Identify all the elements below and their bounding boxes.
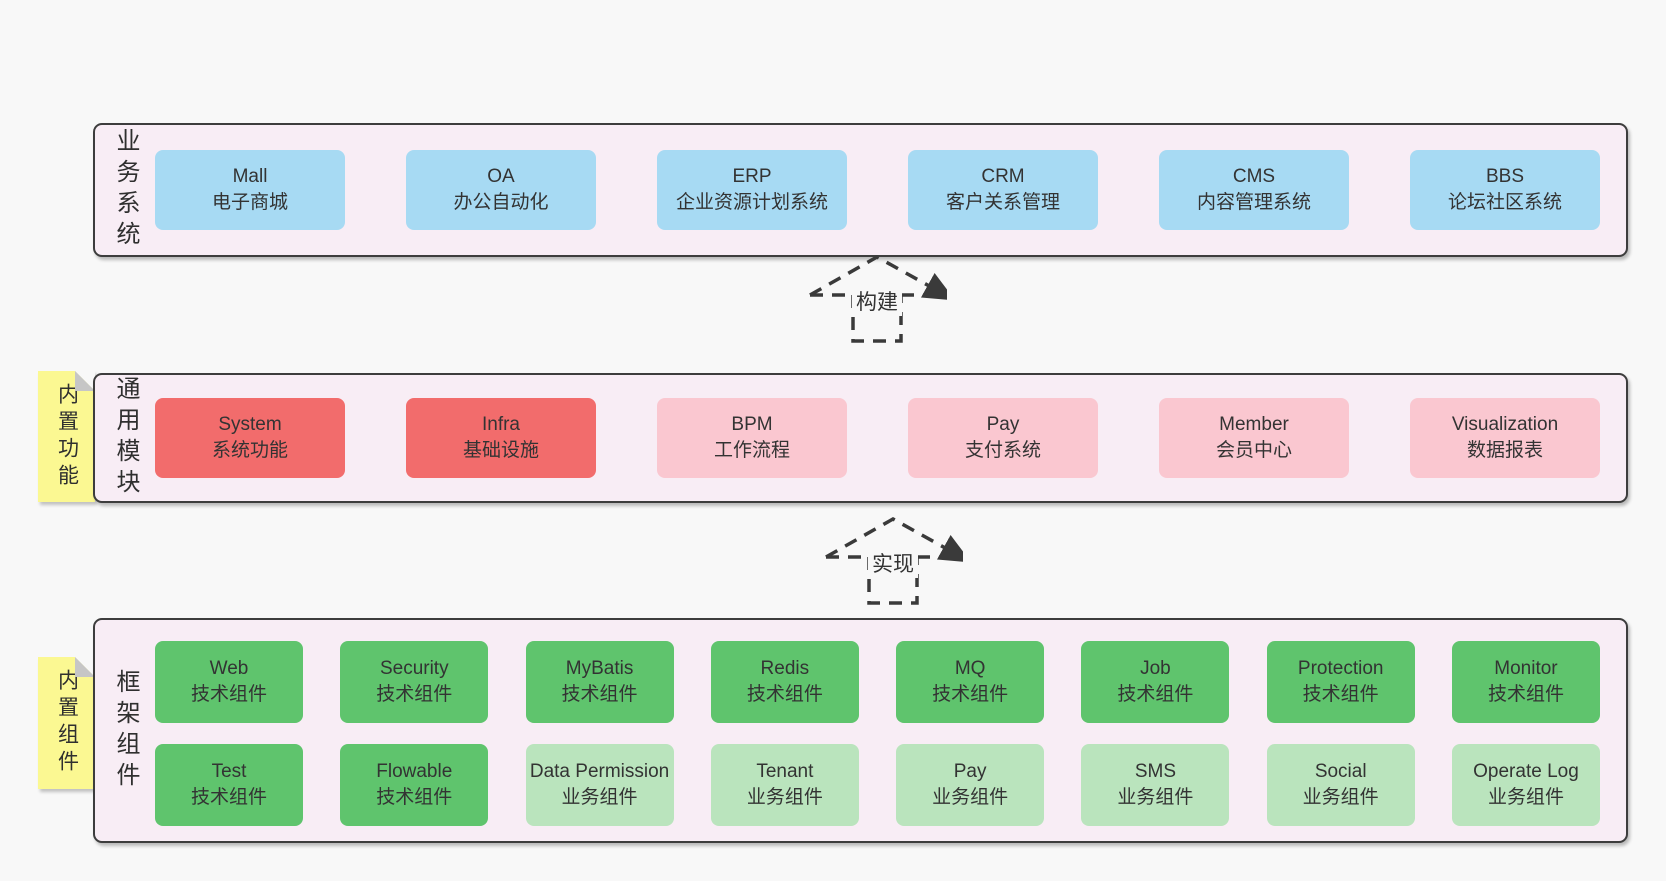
sticky-note-built-in-features: 内置功能 [38, 371, 95, 502]
build-arrow-label: 构建 [852, 286, 902, 316]
box-data-permission: Data Permission 业务组件 [525, 744, 674, 826]
box-crm: CRM 客户关系管理 [908, 150, 1098, 230]
box-security: Security 技术组件 [340, 641, 489, 723]
box-visualization: Visualization 数据报表 [1410, 398, 1600, 478]
band-label-framework-components: 框架组件 [112, 668, 139, 793]
box-pay: Pay 支付系统 [908, 398, 1098, 478]
box-bbs: BBS 论坛社区系统 [1410, 150, 1600, 230]
box-infra: Infra 基础设施 [406, 398, 596, 478]
tech-components-row: Web 技术组件 Security 技术组件 MyBatis 技术组件 Redi… [155, 641, 1600, 723]
box-mall: Mall 电子商城 [155, 150, 345, 230]
business-systems-row: Mall 电子商城 OA 办公自动化 ERP 企业资源计划系统 CRM 客户关系… [155, 150, 1600, 230]
box-mq: MQ 技术组件 [896, 641, 1045, 723]
box-job: Job 技术组件 [1081, 641, 1230, 723]
common-modules-row: System 系统功能 Infra 基础设施 BPM 工作流程 Pay 支付系统… [155, 398, 1600, 478]
box-erp: ERP 企业资源计划系统 [657, 150, 847, 230]
sticky-note-built-in-components: 内置组件 [38, 657, 95, 789]
box-member: Member 会员中心 [1159, 398, 1349, 478]
implement-arrow-label: 实现 [868, 548, 918, 578]
box-system: System 系统功能 [155, 398, 345, 478]
box-protection: Protection 技术组件 [1266, 641, 1415, 723]
build-arrow: 构建 [807, 254, 947, 344]
box-test: Test 技术组件 [155, 744, 303, 826]
box-bpm: BPM 工作流程 [657, 398, 847, 478]
band-business-systems: 业务系统 Mall 电子商城 OA 办公自动化 ERP 企业资源计划系统 CRM… [93, 123, 1628, 257]
box-flowable: Flowable 技术组件 [340, 744, 489, 826]
dashed-up-arrow-icon [809, 254, 947, 343]
box-web: Web 技术组件 [155, 641, 303, 723]
box-operate-log: Operate Log 业务组件 [1451, 744, 1600, 826]
box-mybatis: MyBatis 技术组件 [525, 641, 674, 723]
band-label-common-modules: 通用模块 [112, 376, 139, 500]
band-common-modules: 通用模块 System 系统功能 Infra 基础设施 BPM 工作流程 Pay… [93, 373, 1628, 503]
box-monitor: Monitor 技术组件 [1451, 641, 1600, 723]
box-redis: Redis 技术组件 [710, 641, 859, 723]
sticky-note-label: 内置组件 [55, 669, 79, 777]
box-oa: OA 办公自动化 [406, 150, 596, 230]
box-tenant: Tenant 业务组件 [710, 744, 859, 826]
box-social: Social 业务组件 [1266, 744, 1415, 826]
band-label-business-systems: 业务系统 [112, 128, 139, 252]
dashed-up-arrow-icon [825, 516, 963, 605]
biz-components-row: Test 技术组件 Flowable 技术组件 Data Permission … [155, 744, 1600, 826]
box-pay-biz: Pay 业务组件 [896, 744, 1045, 826]
box-cms: CMS 内容管理系统 [1159, 150, 1349, 230]
box-sms: SMS 业务组件 [1081, 744, 1230, 826]
sticky-note-label: 内置功能 [55, 382, 79, 491]
implement-arrow: 实现 [823, 516, 963, 606]
band-framework-components: 框架组件 Web 技术组件 Security 技术组件 MyBatis 技术组件… [93, 618, 1628, 843]
